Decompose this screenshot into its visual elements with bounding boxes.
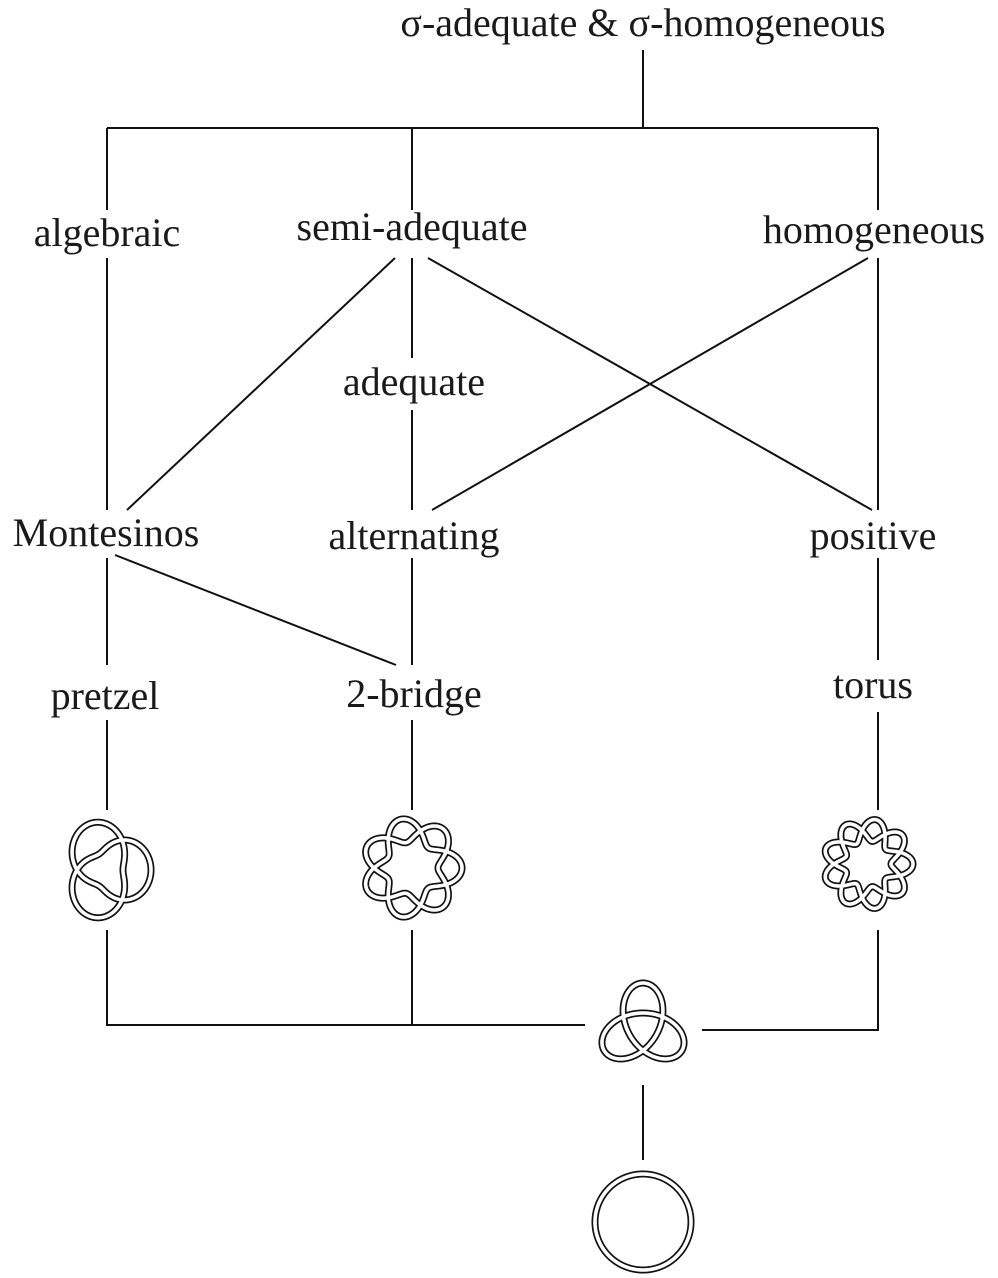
edge-homogeneous-alternating <box>431 257 869 511</box>
torus-knot-icon <box>821 816 917 912</box>
knot-illustrations <box>68 815 917 1274</box>
label-algebraic: algebraic <box>34 210 181 255</box>
label-semi-adequate: semi-adequate <box>297 204 528 249</box>
label-pretzel: pretzel <box>51 673 160 718</box>
edge-bottom-right <box>702 930 879 1031</box>
diagram-labels: σ-adequate & σ-homogeneous algebraic sem… <box>13 0 985 718</box>
label-two-bridge: 2-bridge <box>346 671 482 716</box>
edge-semi-adequate-montesinos <box>126 257 396 511</box>
label-sigma-adequate-homogeneous: σ-adequate & σ-homogeneous <box>400 0 885 45</box>
diagram-edges <box>106 50 879 1160</box>
label-montesinos: Montesinos <box>13 510 200 555</box>
unknot-icon <box>591 1170 695 1274</box>
trefoil-knot-icon <box>598 979 688 1063</box>
edge-montesinos-two-bridge <box>114 554 397 666</box>
label-alternating: alternating <box>328 513 499 558</box>
label-positive: positive <box>810 513 937 558</box>
label-adequate: adequate <box>343 359 485 404</box>
label-torus: torus <box>833 662 913 707</box>
pretzel-knot-icon <box>68 818 155 922</box>
edge-bottom-left <box>106 930 585 1026</box>
two-bridge-knot-icon <box>362 815 466 921</box>
label-homogeneous: homogeneous <box>763 207 985 252</box>
